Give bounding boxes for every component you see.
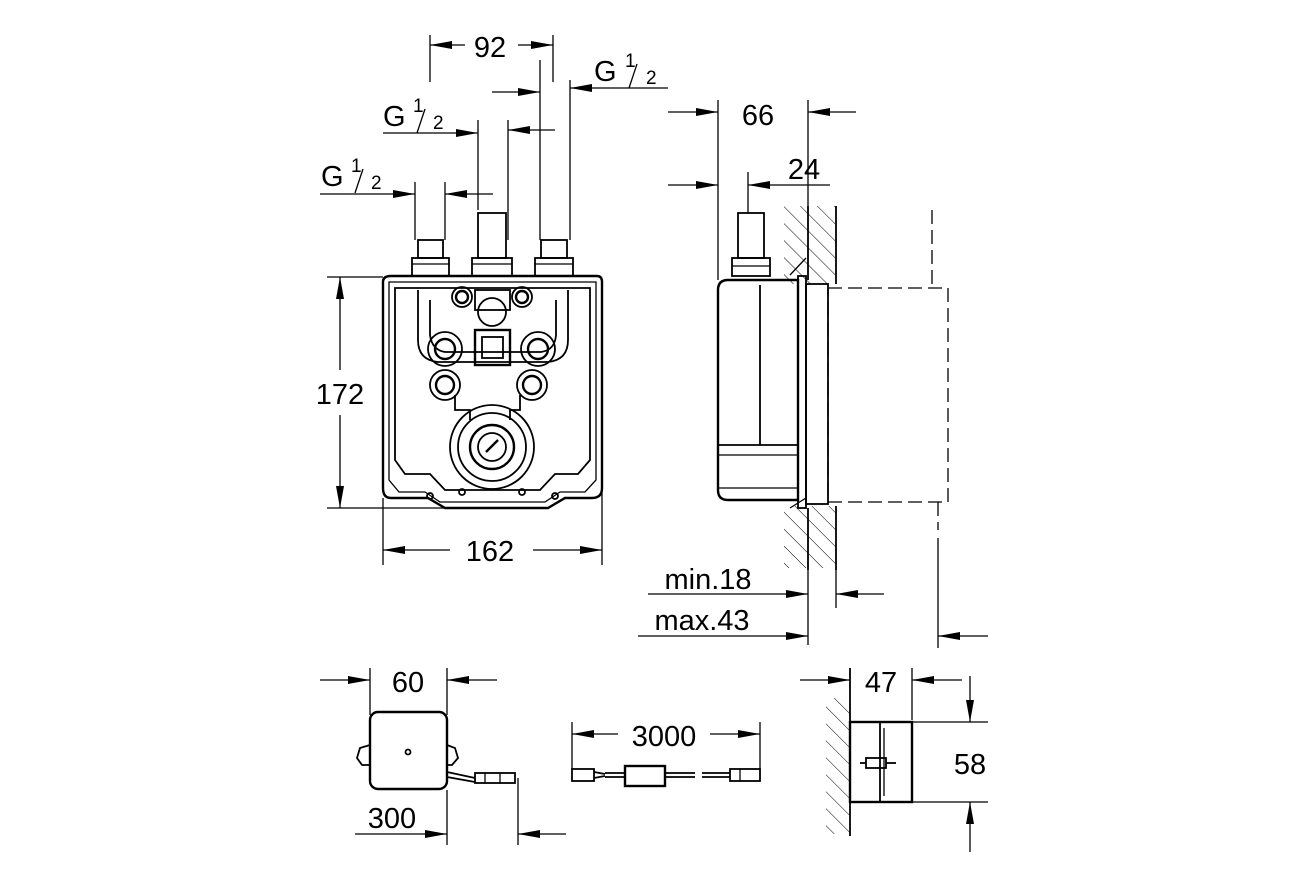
- cable-view: 3000: [571, 721, 761, 788]
- dim-58: 58: [912, 676, 988, 852]
- thread-label-left: G 1 2: [320, 156, 493, 240]
- dim-24: 24: [668, 154, 830, 213]
- thread-g-num: 1: [625, 51, 636, 72]
- dim-3000-label: 3000: [632, 721, 697, 753]
- side-box: [716, 210, 949, 530]
- wall-hatch-upper: [784, 206, 836, 284]
- cable-filter: [623, 764, 667, 788]
- thread-g-den: 2: [646, 68, 657, 89]
- dim-92: 92: [429, 32, 554, 82]
- module-wall-hatch: [826, 698, 850, 834]
- valve-box: [381, 274, 604, 510]
- thread-g-num: 1: [351, 156, 362, 177]
- dim-172: 172: [316, 276, 445, 509]
- module-box-side: [848, 720, 914, 804]
- dim-58-label: 58: [954, 749, 986, 781]
- dim-300: 300: [355, 778, 566, 845]
- cable-plug-left: [571, 768, 595, 782]
- module-box-top: [368, 710, 449, 791]
- thread-g-main: G: [321, 161, 344, 193]
- thread-label-top-right: G 1 2: [492, 51, 668, 240]
- thread-g-main: G: [594, 56, 617, 88]
- dim-92-label: 92: [474, 32, 506, 64]
- dim-60: 60: [320, 667, 497, 715]
- pipe-connections: [411, 212, 574, 277]
- dim-162-label: 162: [466, 536, 514, 568]
- thread-label-mid: G 1 2: [383, 96, 555, 240]
- dim-47: 47: [800, 667, 962, 720]
- dim-min-label: min.18: [664, 564, 751, 596]
- dim-162: 162: [382, 488, 603, 568]
- module-side-view: 47 58: [800, 667, 988, 852]
- dim-min: min.18: [648, 564, 884, 645]
- thread-g-den: 2: [433, 113, 444, 134]
- module-top-view: 60 300: [320, 667, 566, 845]
- thread-g-main: G: [383, 101, 406, 133]
- wall-hatch-lower: [784, 506, 836, 568]
- thread-g-num: 1: [413, 96, 424, 117]
- dim-47-label: 47: [865, 667, 897, 699]
- dim-300-label: 300: [368, 803, 416, 835]
- cable-plug-right: [729, 768, 761, 782]
- dim-3000: 3000: [571, 721, 761, 770]
- thread-g-den: 2: [371, 173, 382, 194]
- valve-internals: [417, 286, 569, 490]
- dim-24-label: 24: [788, 154, 820, 186]
- dim-max-label: max.43: [654, 605, 749, 637]
- front-view: 92 G 1 2 G 1 2: [316, 32, 668, 568]
- dim-60-label: 60: [392, 667, 424, 699]
- side-view: 66 24: [638, 100, 988, 648]
- dim-172-label: 172: [316, 379, 364, 411]
- side-connector: [737, 212, 765, 259]
- dim-max: max.43: [638, 538, 988, 648]
- dim-66-label: 66: [742, 100, 774, 132]
- dim-66: 66: [668, 100, 856, 280]
